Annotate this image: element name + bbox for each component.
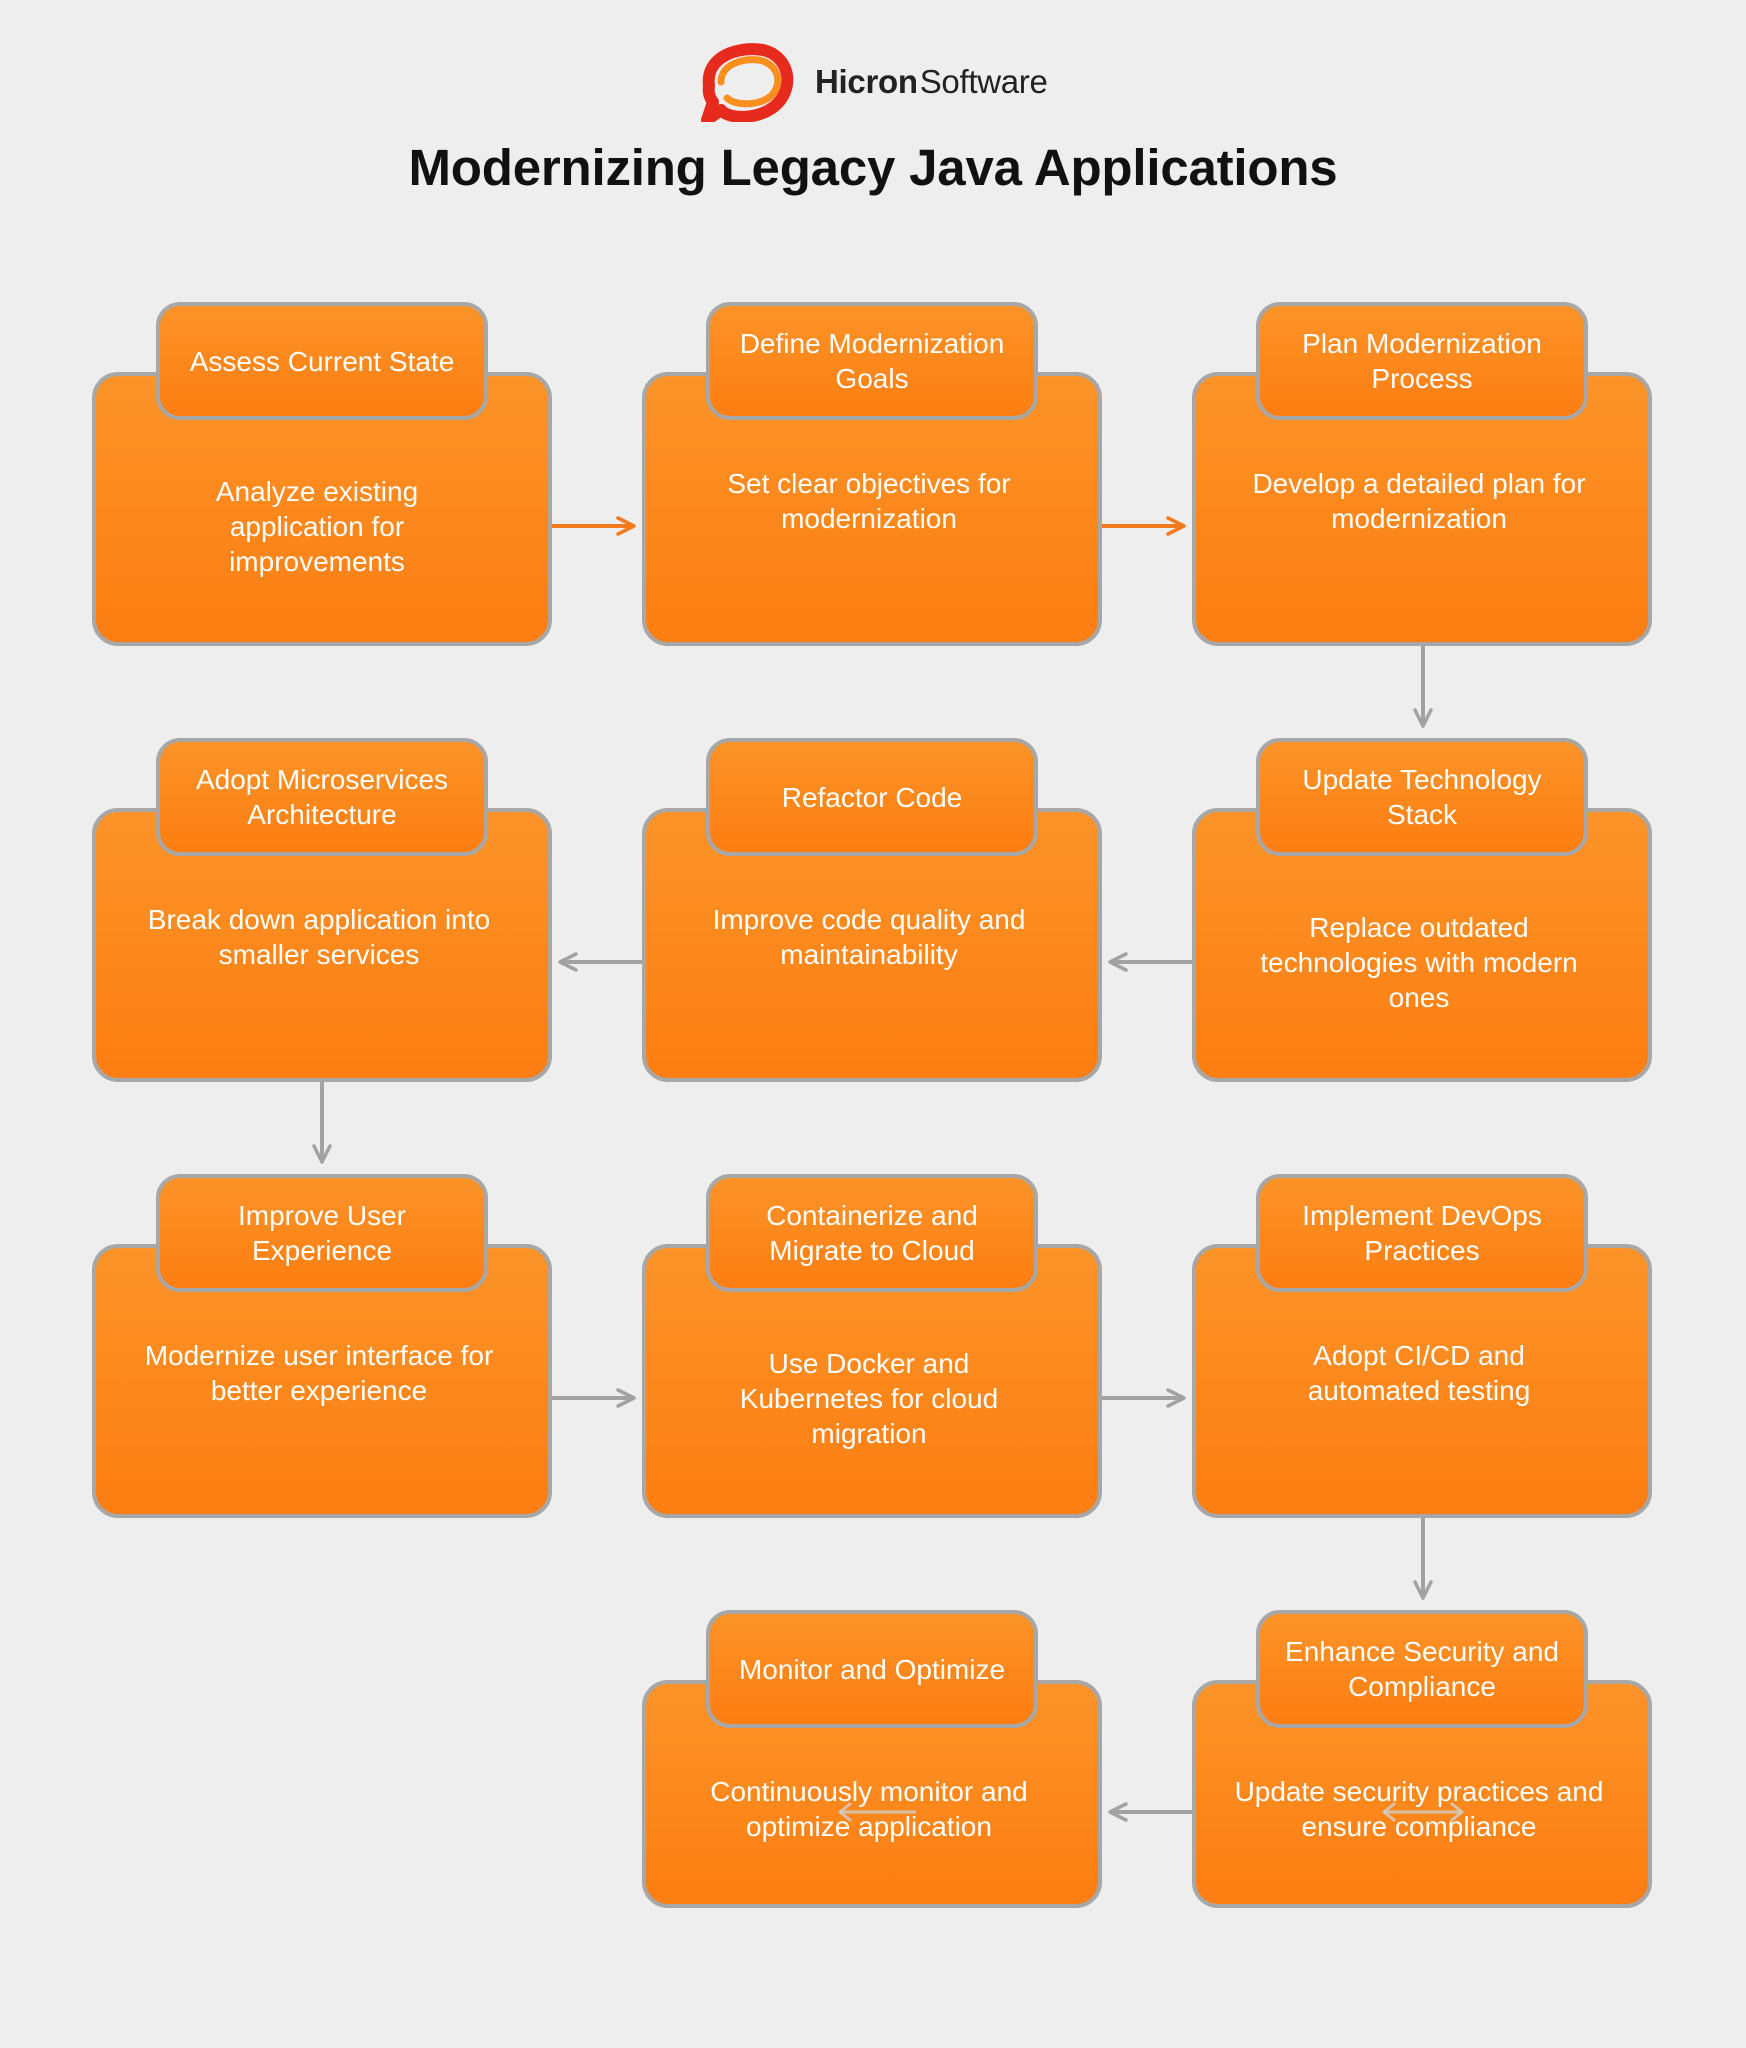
step-title-monitor-and-optimize: Monitor and Optimize: [706, 1610, 1038, 1728]
ghost-arrow-monitor-and-optimize: [838, 1802, 916, 1822]
step-description-monitor-and-optimize: Continuously monitor and optimize applic…: [710, 1776, 1028, 1842]
step-description-implement-devops-practices: Adopt CI/CD and automated testing: [1307, 1340, 1531, 1406]
step-title-assess-current-state: Assess Current State: [156, 302, 488, 420]
ghost-arrow-enhance-security-and-compliance: [1382, 1802, 1464, 1822]
step-title-define-modernization-goals: Define Modernization Goals: [706, 302, 1038, 420]
step-description-refactor-code: Improve code quality and maintainability: [712, 904, 1026, 970]
step-title-improve-user-experience: Improve User Experience: [156, 1174, 488, 1292]
step-description-plan-modernization-process: Develop a detailed plan for modernizatio…: [1252, 468, 1586, 534]
speech-bubble-logo-icon: [701, 43, 794, 122]
step-description-adopt-microservices-architecture: Break down application into smaller serv…: [147, 904, 491, 970]
step-title-update-technology-stack: Update Technology Stack: [1256, 738, 1588, 856]
step-description-assess-current-state: Analyze existing application for improve…: [215, 475, 419, 577]
page-title: Modernizing Legacy Java Applications: [408, 139, 1338, 196]
brand-name-bold: Hicron: [815, 63, 918, 100]
step-title-enhance-security-and-compliance: Enhance Security and Compliance: [1256, 1610, 1588, 1728]
step-description-enhance-security-and-compliance: Update security practices and ensure com…: [1234, 1776, 1604, 1842]
step-title-implement-devops-practices: Implement DevOps Practices: [1256, 1174, 1588, 1292]
step-description-update-technology-stack: Replace outdated technologies with moder…: [1260, 911, 1578, 1013]
step-description-containerize-and-migrate-to-cloud: Use Docker and Kubernetes for cloud migr…: [739, 1347, 999, 1449]
step-title-plan-modernization-process: Plan Modernization Process: [1256, 302, 1588, 420]
brand-name: HicronSoftware: [815, 58, 1048, 106]
step-description-define-modernization-goals: Set clear objectives for modernization: [727, 468, 1011, 534]
step-description-improve-user-experience: Modernize user interface for better expe…: [144, 1340, 494, 1406]
brand-name-light: Software: [919, 63, 1048, 100]
step-title-adopt-microservices-architecture: Adopt Microservices Architecture: [156, 738, 488, 856]
step-title-refactor-code: Refactor Code: [706, 738, 1038, 856]
step-title-containerize-and-migrate-to-cloud: Containerize and Migrate to Cloud: [706, 1174, 1038, 1292]
